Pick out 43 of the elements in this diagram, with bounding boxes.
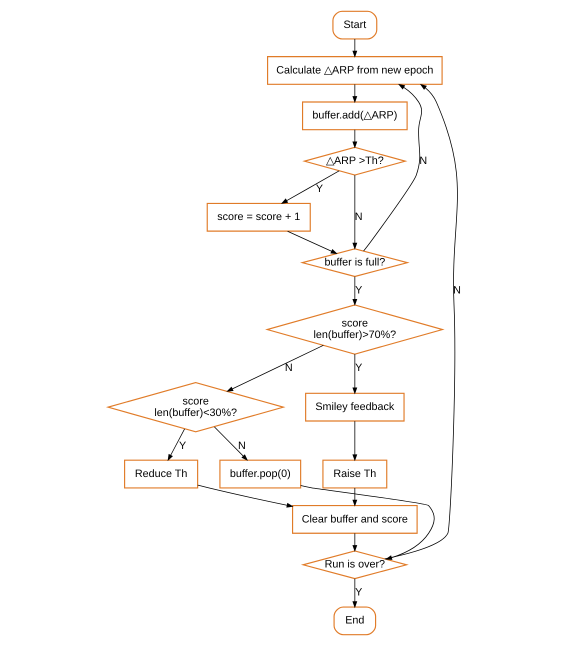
node-box: Start (332, 10, 377, 40)
node-diamond: Run is over? (300, 550, 408, 580)
node-box: Calculate △ARP from new epoch (266, 56, 442, 85)
node-diamond: score len(buffer)<30%? (105, 382, 285, 432)
node-diamond: score len(buffer)>70%? (264, 304, 444, 355)
node-box: Smiley feedback (304, 392, 404, 422)
arrow (286, 230, 338, 254)
arrow (352, 420, 357, 462)
arrow (362, 84, 422, 252)
arrow (167, 428, 184, 462)
node-box: buffer.add(△ARP) (301, 101, 408, 130)
arrow (352, 129, 357, 148)
node-box: Raise Th (322, 460, 387, 488)
arrow (280, 170, 340, 204)
arrow (352, 38, 357, 58)
arrow (384, 84, 458, 560)
edge-label: Y (178, 440, 186, 452)
edge-label: N (452, 284, 460, 297)
node-box: Reduce Th (124, 460, 198, 488)
node-box: buffer.pop(0) (218, 460, 301, 488)
edge-label: Y (354, 284, 362, 297)
arrow (352, 532, 357, 552)
arrow (352, 276, 357, 306)
arrow (196, 484, 294, 508)
edge-label: Y (354, 362, 362, 374)
arrow (214, 426, 248, 461)
arrow (300, 485, 434, 560)
arrow (352, 354, 357, 394)
arrow (352, 488, 357, 507)
arrow (226, 344, 324, 392)
edge-label: N (237, 440, 246, 452)
node-box: End (333, 606, 376, 636)
node-diamond: △ARP >Th? (302, 146, 407, 176)
edge-label: Y (315, 183, 323, 196)
node-box: Clear buffer and score (292, 505, 418, 534)
arrow (352, 578, 357, 608)
node-box: score = score + 1 (206, 202, 310, 232)
edge-label: N (418, 155, 427, 168)
edge-label: N (354, 211, 362, 224)
arrow (352, 174, 357, 250)
edge-label: N (284, 362, 292, 374)
arrow (352, 84, 357, 104)
edge-label: Y (354, 586, 362, 599)
